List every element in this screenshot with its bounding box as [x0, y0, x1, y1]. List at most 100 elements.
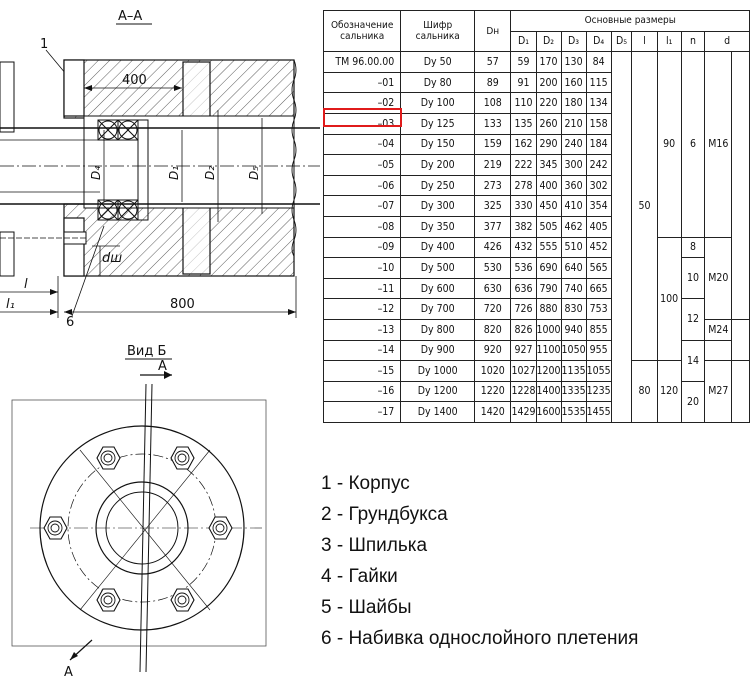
cell-des: –06	[322, 174, 402, 197]
cell-l1: 90	[656, 51, 682, 238]
header-dn: Dн	[474, 9, 512, 53]
legend-item: 2 - Грундбукса	[321, 504, 448, 525]
cell-dn: 108	[474, 92, 512, 114]
cell-d3: 830	[560, 298, 587, 320]
cell-dn: 1420	[474, 401, 512, 423]
cell-d2: 1400	[535, 380, 562, 403]
header-l: l	[631, 30, 658, 53]
cell-cipher: Dy 900	[400, 339, 476, 362]
cell-cipher: Dy 700	[400, 298, 476, 320]
cell-d1: 1027	[510, 360, 537, 382]
cell-d2: 220	[535, 92, 562, 114]
cell-cipher: Dy 400	[400, 236, 476, 259]
cell-cipher: Dy 1400	[400, 401, 476, 423]
header-l1: l₁	[656, 30, 682, 53]
cell-dn: 159	[474, 133, 512, 156]
cell-dn: 1220	[474, 380, 512, 403]
cell-d4: 1055	[585, 360, 612, 382]
cell-d4: 354	[585, 195, 612, 217]
cell-d4: 665	[585, 277, 612, 300]
dimension-400: 400	[122, 73, 147, 88]
cell-cipher: Dy 250	[400, 174, 476, 197]
cell-d1: 110	[510, 92, 537, 114]
header-main-dimensions: Основные размеры	[510, 10, 750, 32]
cell-dn: 920	[474, 339, 512, 362]
cell-dn: 273	[474, 174, 512, 197]
cell-dn: 377	[474, 215, 512, 238]
cell-des: –14	[322, 339, 402, 362]
cell-d2: 170	[535, 51, 562, 73]
cell-des: –11	[322, 277, 402, 300]
cell-d1: 536	[510, 257, 537, 279]
cell-cipher: Dy 80	[400, 71, 476, 94]
cell-d3: 640	[560, 257, 587, 279]
header-d5: D₅	[610, 30, 633, 53]
cell-d1: 135	[510, 112, 537, 135]
cell-dn: 89	[474, 71, 512, 94]
view-label: Вид Б	[127, 344, 166, 359]
cell-d1: 330	[510, 195, 537, 217]
cell-d3: 740	[560, 277, 587, 300]
cell-des: –04	[322, 133, 402, 156]
cell-d2: 450	[535, 195, 562, 217]
cell-d4: 134	[585, 92, 612, 114]
cell-d1: 91	[510, 71, 537, 94]
legend-item: 4 - Гайки	[321, 566, 398, 587]
cell-d2: 1000	[535, 318, 562, 341]
diameter-d5: D₅	[247, 166, 261, 180]
cell-cipher: Dy 350	[400, 215, 476, 238]
cell-n: 6	[680, 51, 706, 238]
cell-l: 80	[631, 360, 658, 423]
header-d1: D₁	[510, 30, 537, 53]
cell-dn: 133	[474, 112, 512, 135]
cell-db	[731, 360, 750, 423]
cell-dn: 530	[474, 257, 512, 279]
cell-des: –15	[322, 360, 402, 382]
header-designation: Обозначение сальника	[322, 9, 402, 53]
cell-d3: 160	[560, 71, 587, 94]
cell-d2: 400	[535, 174, 562, 197]
cell-d1: 927	[510, 339, 537, 362]
cell-d1: 59	[510, 51, 537, 73]
section-label: А–А	[118, 9, 142, 24]
header-n: n	[680, 30, 706, 53]
cell-d3: 130	[560, 51, 587, 73]
cell-da: M27	[704, 360, 733, 423]
cell-d4: 158	[585, 112, 612, 135]
cell-d3: 180	[560, 92, 587, 114]
cell-d2: 880	[535, 298, 562, 320]
cell-d3: 1335	[560, 380, 587, 403]
cell-da: M24	[704, 318, 733, 341]
section-mark-bottom: А	[64, 665, 73, 679]
cell-d3: 360	[560, 174, 587, 197]
cell-d1: 826	[510, 318, 537, 341]
cell-d4: 1455	[585, 401, 612, 423]
cell-d2: 260	[535, 112, 562, 135]
cell-des: –16	[322, 380, 402, 403]
cell-des: –01	[322, 71, 402, 94]
cell-cipher: Dy 1200	[400, 380, 476, 403]
cell-d2: 345	[535, 154, 562, 176]
cell-n: 20	[680, 380, 706, 423]
legend-item: 3 - Шпилька	[321, 535, 428, 556]
legend-item: 5 - Шайбы	[321, 597, 412, 618]
dimension-l: l	[24, 277, 28, 292]
cell-cipher: Dy 1000	[400, 360, 476, 382]
cell-cipher: Dy 500	[400, 257, 476, 279]
callout-1: 1	[40, 37, 48, 52]
cell-d2: 790	[535, 277, 562, 300]
cell-dn: 219	[474, 154, 512, 176]
cell-des: –08	[322, 215, 402, 238]
cell-d4: 184	[585, 133, 612, 156]
